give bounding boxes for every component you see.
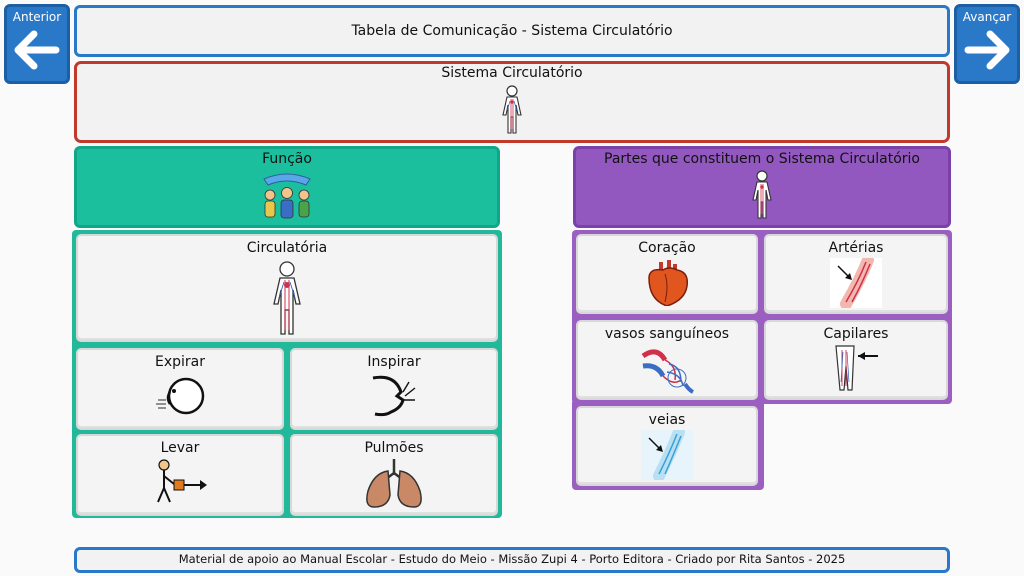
arteries-icon xyxy=(830,258,882,308)
circulatory-body-icon xyxy=(752,170,772,219)
inhale-face-icon xyxy=(372,375,416,417)
next-button[interactable]: Avançar xyxy=(954,4,1020,84)
people-function-icon xyxy=(263,173,311,219)
veins-icon xyxy=(641,430,693,480)
arterias-card[interactable]: Artérias xyxy=(764,234,948,314)
previous-button[interactable]: Anterior xyxy=(4,4,70,84)
capilares-label: Capilares xyxy=(823,326,889,342)
levar-card[interactable]: Levar xyxy=(76,434,284,516)
function-header-label: Função xyxy=(262,151,312,167)
capillaries-icon xyxy=(835,345,878,391)
parts-header-button[interactable]: Partes que constituem o Sistema Circulat… xyxy=(573,146,951,228)
levar-label: Levar xyxy=(160,440,200,456)
page-title-text: Tabela de Comunicação - Sistema Circulat… xyxy=(351,23,673,39)
heart-organ-icon xyxy=(648,260,689,306)
inspirar-card[interactable]: Inspirar xyxy=(290,348,498,430)
footer-text: Material de apoio ao Manual Escolar - Es… xyxy=(178,552,846,566)
pulmoes-label: Pulmões xyxy=(364,440,424,456)
next-label: Avançar xyxy=(962,10,1012,24)
arrow-right-icon xyxy=(964,30,1010,70)
carry-icon xyxy=(157,459,207,503)
arterias-label: Artérias xyxy=(828,240,884,256)
topic-label: Sistema Circulatório xyxy=(441,65,583,81)
circulatoria-label: Circulatória xyxy=(246,240,328,256)
expirar-card[interactable]: Expirar xyxy=(76,348,284,430)
coracao-label: Coração xyxy=(638,240,696,256)
circulatory-body-icon xyxy=(502,85,522,134)
function-header-button[interactable]: Função xyxy=(74,146,500,228)
blood-vessels-icon xyxy=(641,349,694,394)
circulatory-body-icon xyxy=(273,261,301,335)
circulatoria-card[interactable]: Circulatória xyxy=(76,234,498,342)
arrow-left-icon xyxy=(14,30,60,70)
veias-label: veias xyxy=(648,412,686,428)
vasos-card[interactable]: vasos sanguíneos xyxy=(576,320,758,400)
pulmoes-card[interactable]: Pulmões xyxy=(290,434,498,516)
lungs-icon xyxy=(366,459,422,508)
parts-header-label: Partes que constituem o Sistema Circulat… xyxy=(604,151,920,167)
coracao-card[interactable]: Coração xyxy=(576,234,758,314)
vasos-label: vasos sanguíneos xyxy=(604,326,730,342)
veias-card[interactable]: veias xyxy=(576,406,758,486)
previous-label: Anterior xyxy=(12,10,62,24)
page-title: Tabela de Comunicação - Sistema Circulat… xyxy=(74,5,950,57)
footer-credit: Material de apoio ao Manual Escolar - Es… xyxy=(74,547,950,573)
expirar-label: Expirar xyxy=(155,354,205,370)
exhale-face-icon xyxy=(156,377,205,415)
topic-button[interactable]: Sistema Circulatório xyxy=(74,61,950,143)
capilares-card[interactable]: Capilares xyxy=(764,320,948,400)
inspirar-label: Inspirar xyxy=(367,354,421,370)
